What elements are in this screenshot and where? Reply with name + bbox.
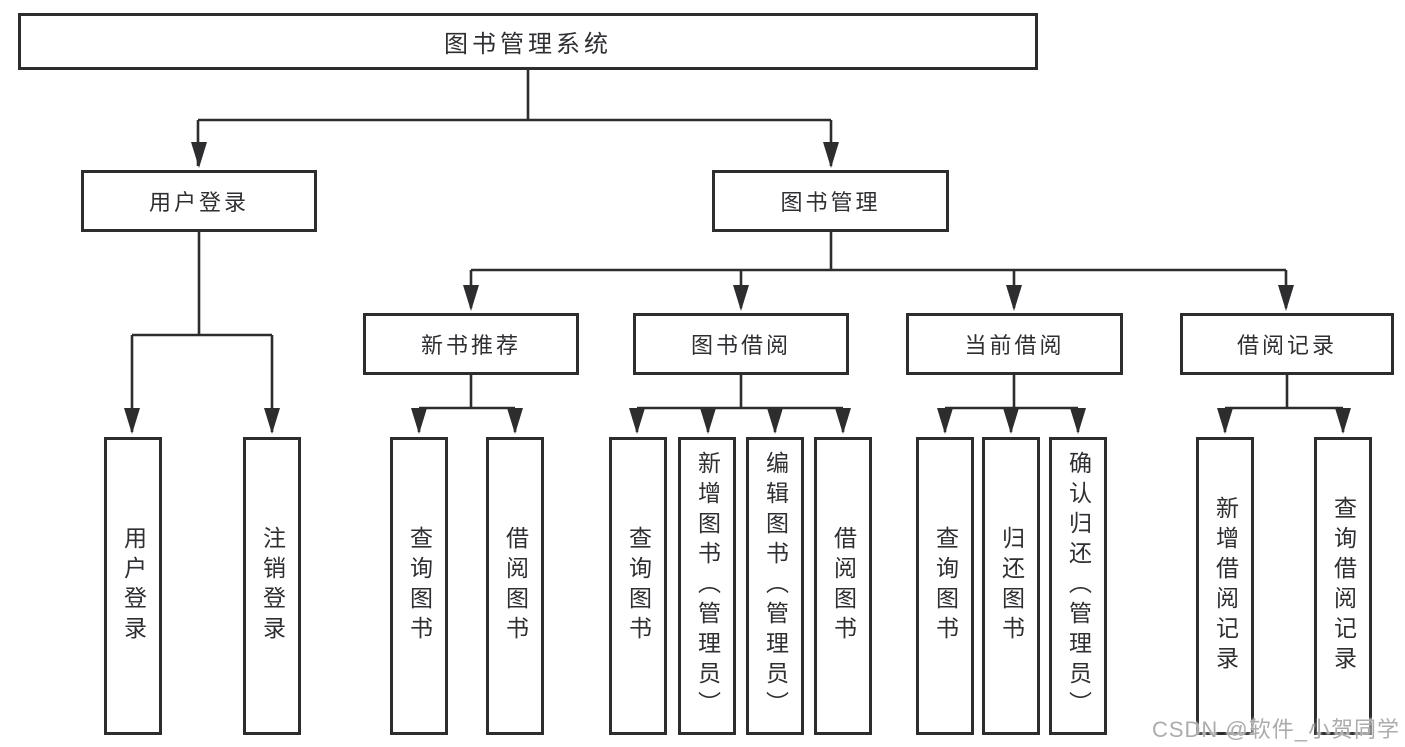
arrow-down-icon [767,408,783,434]
csdn-watermark: CSDN @软件_小贺同学 [1151,717,1400,742]
arrow-down-icon [835,408,851,434]
leaf-borrow-books-2: 借阅图书 [814,437,872,735]
arrow-down-icon [629,408,645,434]
arrow-down-icon [1003,408,1019,434]
leaf-logout: 注销登录 [243,437,301,735]
leaf-label: 查询图书 [406,526,433,646]
arrow-down-icon [1278,285,1294,311]
arrow-down-icon [507,408,523,434]
node-new-book-recommendation: 新书推荐 [363,313,579,375]
connector-userlogin-leaves [130,232,274,432]
node-book-borrowing: 图书借阅 [633,313,849,375]
leaf-query-books-2: 查询图书 [609,437,667,735]
connector-root-level1 [196,70,833,166]
arrowheads [124,142,1351,434]
leaf-label: 编辑图书（管理员） [762,451,789,721]
leaf-edit-books-admin: 编辑图书（管理员） [746,437,804,735]
arrow-down-icon [823,142,839,168]
arrow-down-icon [1217,408,1233,434]
arrow-down-icon [191,142,207,168]
arrow-down-icon [1335,408,1351,434]
node-root: 图书管理系统 [18,13,1038,70]
arrow-down-icon [124,408,140,434]
connector-bookmgmt-level2 [469,232,1288,308]
leaf-label: 归还图书 [998,526,1025,646]
leaf-add-books-admin: 新增图书（管理员） [678,437,736,735]
leaf-user-login: 用户登录 [104,437,162,735]
arrow-down-icon [700,408,716,434]
leaf-label: 新增图书（管理员） [694,451,721,721]
leaf-label: 新增借阅记录 [1212,496,1239,676]
connector-newbook-leaves [417,375,517,432]
leaf-confirm-return-admin: 确认归还（管理员） [1049,437,1107,735]
arrow-down-icon [733,285,749,311]
leaf-add-borrow-record: 新增借阅记录 [1196,437,1254,735]
arrow-down-icon [937,408,953,434]
arrow-down-icon [1070,408,1086,434]
leaf-label: 借阅图书 [502,526,529,646]
leaf-label: 注销登录 [259,526,286,646]
leaf-label: 用户登录 [120,526,147,646]
arrow-down-icon [264,408,280,434]
arrow-down-icon [1006,285,1022,311]
node-borrowing-records: 借阅记录 [1180,313,1394,375]
arrow-down-icon [463,285,479,311]
node-current-borrowing: 当前借阅 [906,313,1123,375]
leaf-label: 借阅图书 [830,526,857,646]
arrow-down-icon [411,408,427,434]
leaf-label: 查询图书 [625,526,652,646]
leaf-label: 查询图书 [932,526,959,646]
leaf-label: 查询借阅记录 [1330,496,1357,676]
connector-records-leaves [1223,375,1345,432]
node-book-management: 图书管理 [712,170,949,232]
leaf-label: 确认归还（管理员） [1065,451,1092,721]
leaf-borrow-books-1: 借阅图书 [486,437,544,735]
leaf-query-books-1: 查询图书 [390,437,448,735]
leaf-return-books: 归还图书 [982,437,1040,735]
connector-bookborrow-leaves [635,375,845,432]
node-user-login: 用户登录 [81,170,317,232]
leaf-query-borrow-record: 查询借阅记录 [1314,437,1372,735]
leaf-query-books-3: 查询图书 [916,437,974,735]
